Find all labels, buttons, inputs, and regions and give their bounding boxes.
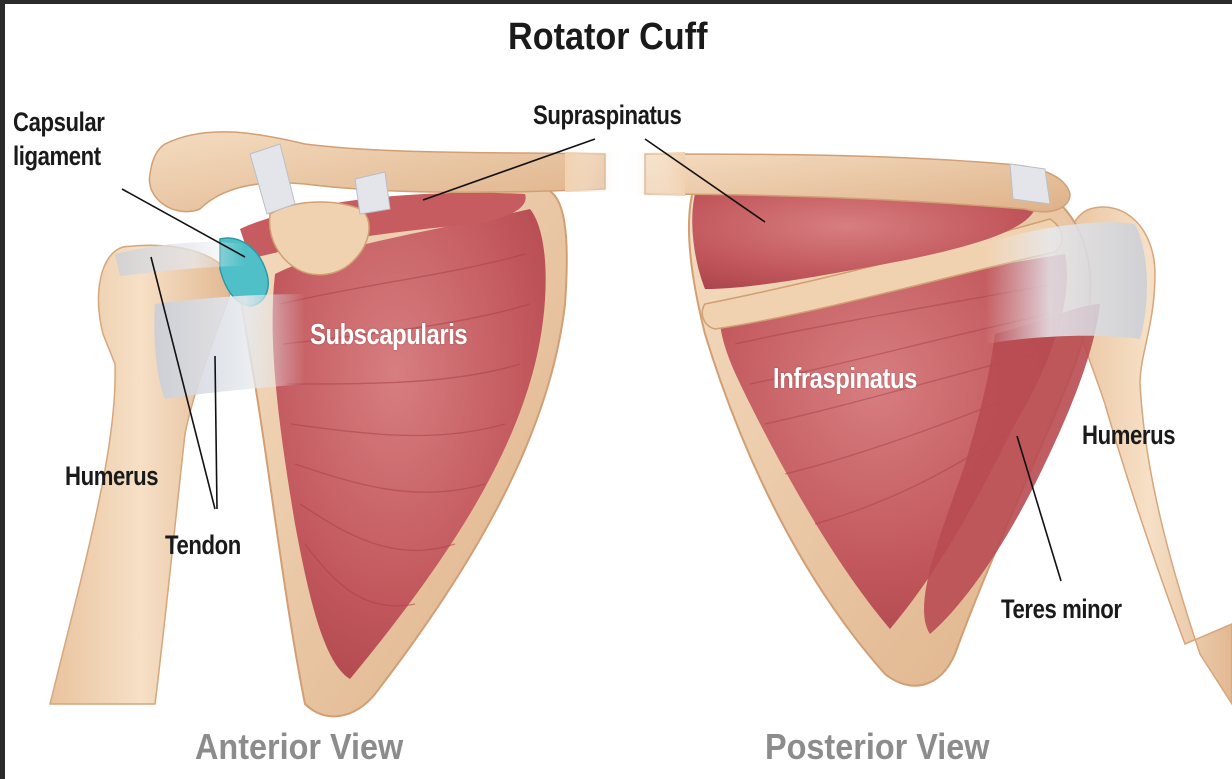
acromion-fade	[625, 152, 685, 196]
label-teres-minor: Teres minor	[1001, 595, 1122, 623]
tendon-bands-posterior	[985, 222, 1147, 344]
label-posterior-view: Posterior View	[765, 728, 989, 766]
label-supraspinatus: Supraspinatus	[533, 101, 681, 129]
tendon-bands-anterior	[154, 294, 305, 399]
label-humerus-posterior: Humerus	[1082, 421, 1175, 449]
acromioclavicular-ligament	[1010, 164, 1050, 204]
coracoacromial-ligament	[355, 172, 390, 214]
label-subscapularis: Subscapularis	[310, 320, 467, 350]
label-capsular-ligament-line2: ligament	[13, 142, 101, 170]
label-capsular-ligament-line1: Capsular	[13, 108, 104, 136]
anterior-view-illustration	[50, 132, 625, 717]
label-anterior-view: Anterior View	[195, 728, 403, 766]
clavicle-fade	[565, 152, 625, 192]
diagram-frame: Rotator Cuff Capsular ligament Supraspin…	[5, 4, 1232, 779]
diagram-title: Rotator Cuff	[508, 18, 707, 58]
label-infraspinatus: Infraspinatus	[773, 364, 917, 394]
label-humerus-anterior: Humerus	[65, 462, 158, 490]
label-tendon: Tendon	[165, 531, 241, 559]
